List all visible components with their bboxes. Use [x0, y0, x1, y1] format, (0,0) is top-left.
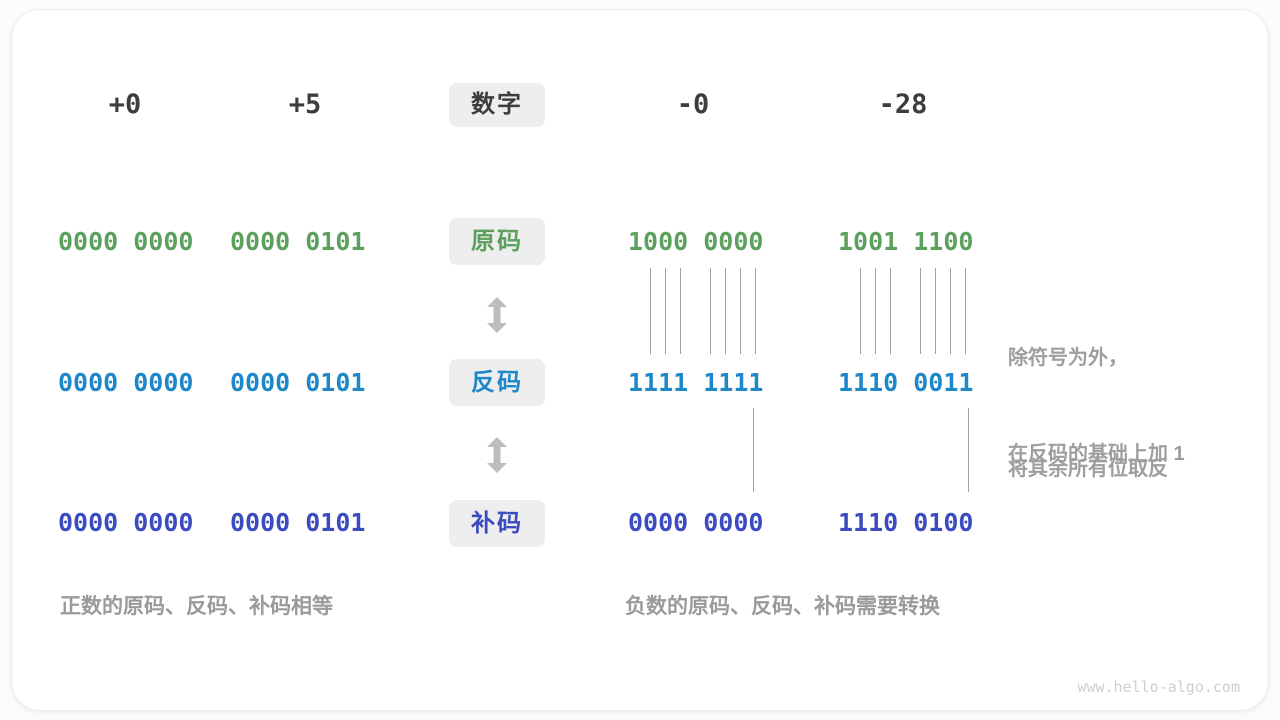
- twos-complement-minus28: 1110 0100: [838, 508, 974, 537]
- add-one-line: [753, 408, 754, 492]
- bit-line: [860, 268, 861, 354]
- bit-line: [755, 268, 756, 354]
- ones-complement-minus28: 1110 0011: [838, 368, 974, 397]
- twos-complement-plus5: 0000 0101: [230, 508, 366, 537]
- twos-complement-minus0: 0000 0000: [628, 508, 764, 537]
- bit-line: [875, 268, 876, 354]
- ones-complement-plus0: 0000 0000: [58, 368, 194, 397]
- bit-line: [725, 268, 726, 354]
- bit-line: [680, 268, 681, 354]
- add-one-line: [968, 408, 969, 492]
- bit-line: [890, 268, 891, 354]
- bit-line: [665, 268, 666, 354]
- invert-annotation-line2: 将其余所有位取反: [1008, 458, 1168, 480]
- ones-complement-badge: 反码: [449, 359, 545, 406]
- bit-line: [965, 268, 966, 354]
- bit-line: [935, 268, 936, 354]
- bit-line: [650, 268, 651, 354]
- sign-magnitude-minus28: 1001 1100: [838, 227, 974, 256]
- twos-complement-plus0: 0000 0000: [58, 508, 194, 537]
- updown-arrow-icon: [487, 437, 507, 473]
- sign-magnitude-plus0: 0000 0000: [58, 227, 194, 256]
- invert-annotation: 除符号为外， 将其余所有位取反: [1008, 266, 1168, 525]
- add-one-annotation: 在反码的基础上加 1: [1008, 443, 1185, 465]
- negative-numbers-caption: 负数的原码、反码、补码需要转换: [625, 595, 940, 618]
- header-value-plus0: +0: [108, 89, 142, 120]
- bit-line: [740, 268, 741, 354]
- header-value-minus0: -0: [676, 89, 710, 120]
- positive-numbers-caption: 正数的原码、反码、补码相等: [60, 595, 333, 618]
- updown-arrow-icon: [487, 297, 507, 333]
- ones-complement-minus0: 1111 1111: [628, 368, 764, 397]
- invert-annotation-line1: 除符号为外，: [1008, 347, 1128, 369]
- sign-magnitude-minus0: 1000 0000: [628, 227, 764, 256]
- header-value-minus28: -28: [878, 89, 928, 120]
- bit-line: [920, 268, 921, 354]
- header-value-plus5: +5: [288, 89, 322, 120]
- site-watermark: www.hello-algo.com: [1077, 678, 1240, 696]
- twos-complement-badge: 补码: [449, 500, 545, 547]
- sign-magnitude-badge: 原码: [449, 218, 545, 265]
- number-label-badge: 数字: [449, 83, 545, 127]
- ones-complement-plus5: 0000 0101: [230, 368, 366, 397]
- sign-magnitude-plus5: 0000 0101: [230, 227, 366, 256]
- diagram-card: [12, 10, 1268, 710]
- bit-line: [710, 268, 711, 354]
- bit-line: [950, 268, 951, 354]
